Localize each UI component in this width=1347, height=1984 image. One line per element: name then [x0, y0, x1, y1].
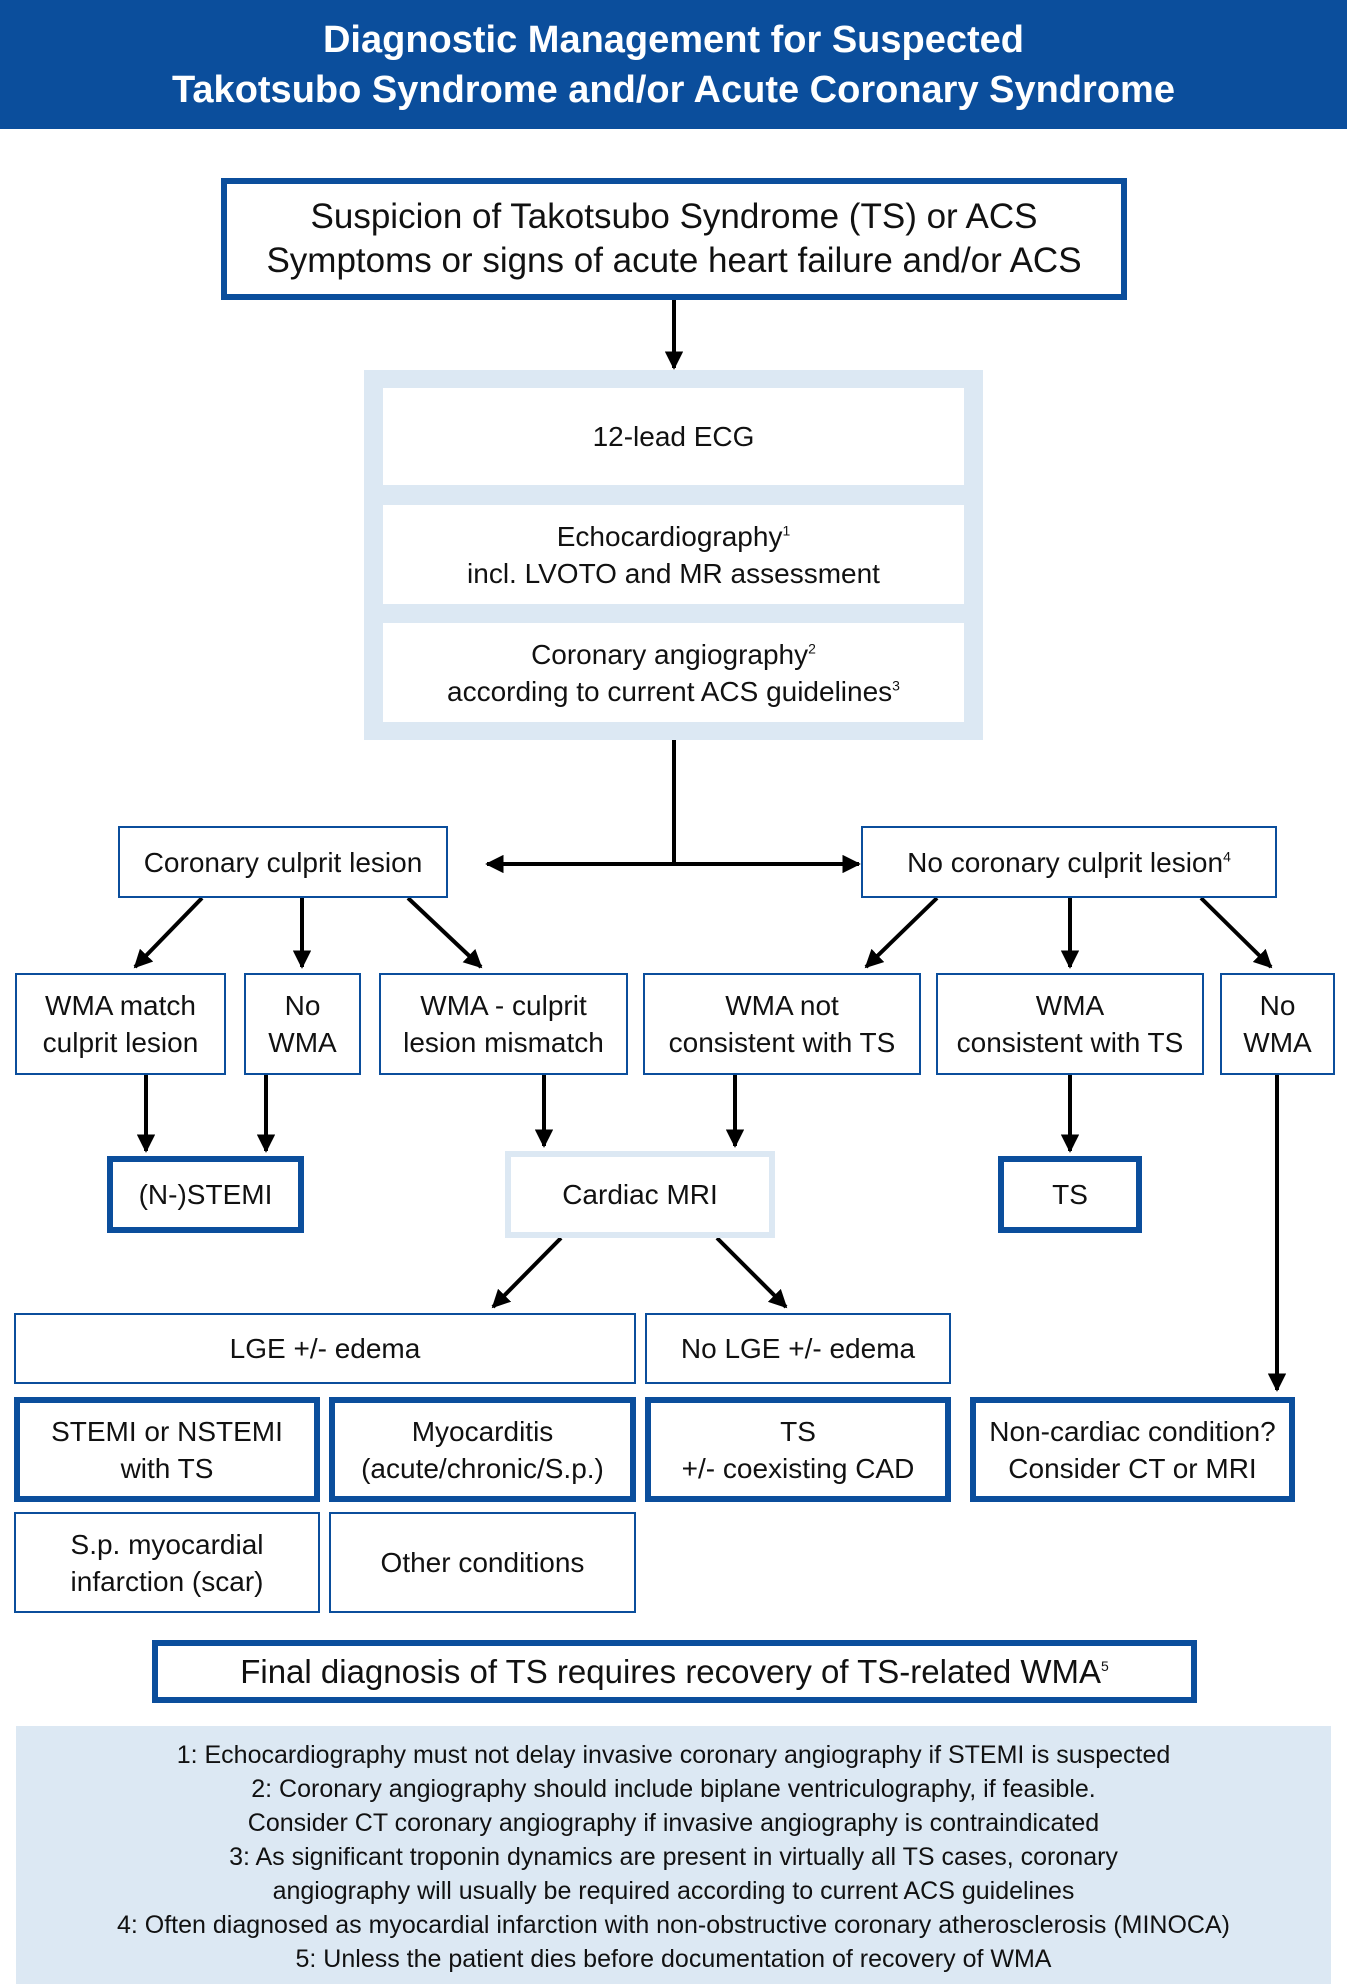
ecg-box: 12-lead ECG	[383, 388, 964, 485]
ecg-label: 12-lead ECG	[592, 421, 755, 452]
wma-mismatch-line-2: lesion mismatch	[403, 1027, 604, 1058]
footnote-line: angiography will usually be required acc…	[272, 1877, 1075, 1905]
footnotes: 1: Echocardiography must not delay invas…	[16, 1726, 1331, 1984]
lge-box: LGE +/- edema	[14, 1313, 636, 1384]
footnote-line: 2: Coronary angiography should include b…	[251, 1775, 1096, 1803]
wma-not-consistent-line-1: WMA not	[725, 990, 839, 1021]
wma-match-line-2: culprit lesion	[42, 1027, 199, 1058]
no-wma-left-box: No WMA	[244, 973, 361, 1075]
no-wma-right-line-2: WMA	[1243, 1027, 1312, 1058]
suspicion-line-1: Suspicion of Takotsubo Syndrome (TS) or …	[310, 197, 1038, 236]
no-culprit-lesion-box: No coronary culprit lesion4	[861, 826, 1277, 898]
ts-box: TS	[998, 1156, 1142, 1233]
footnote-line: Consider CT coronary angiography if inva…	[247, 1809, 1100, 1837]
footnote-line: 5: Unless the patient dies before docume…	[295, 1945, 1052, 1973]
suspicion-line-2: Symptoms or signs of acute heart failure…	[266, 241, 1082, 280]
no-culprit-lesion-label: No coronary culprit lesion4	[907, 846, 1231, 878]
wma-mismatch-line-1: WMA - culprit	[420, 990, 587, 1021]
echo-box: Echocardiography1 incl. LVOTO and MR ass…	[383, 505, 964, 604]
suspicion-box: Suspicion of Takotsubo Syndrome (TS) or …	[221, 178, 1127, 300]
no-wma-left-line-1: No	[284, 990, 321, 1021]
myocarditis-line-2: (acute/chronic/S.p.)	[361, 1452, 604, 1484]
sp-mi-line-2: infarction (scar)	[70, 1565, 264, 1597]
cardiac-mri-box: Cardiac MRI	[505, 1151, 775, 1238]
non-cardiac-box: Non-cardiac condition? Consider CT or MR…	[970, 1397, 1295, 1502]
arrow-culprit-to-wma-match	[133, 896, 204, 969]
wma-match-box: WMA match culprit lesion	[15, 973, 226, 1075]
arrow-mri-to-no-lge	[715, 1236, 788, 1309]
stemi-box: (N-)STEMI	[107, 1156, 304, 1233]
non-cardiac-line-1: Non-cardiac condition?	[989, 1415, 1276, 1447]
angio-line-1: Coronary angiography2	[531, 638, 816, 670]
footnote-ref-2: 2	[808, 640, 816, 657]
footnote-ref-3: 3	[892, 677, 900, 694]
other-conditions-box: Other conditions	[329, 1512, 636, 1613]
no-lge-label: No LGE +/- edema	[680, 1333, 916, 1364]
myocarditis-box: Myocarditis (acute/chronic/S.p.)	[329, 1397, 636, 1502]
footnote-line: 4: Often diagnosed as myocardial infarct…	[117, 1911, 1230, 1939]
final-diagnosis-label: Final diagnosis of TS requires recovery …	[240, 1652, 1109, 1690]
lge-label: LGE +/- edema	[229, 1333, 421, 1364]
culprit-lesion-box: Coronary culprit lesion	[118, 826, 448, 898]
wma-consistent-line-2: consistent with TS	[956, 1027, 1184, 1058]
stemi-label: (N-)STEMI	[138, 1179, 273, 1210]
wma-not-consistent-box: WMA not consistent with TS	[643, 973, 921, 1075]
wma-consistent-box: WMA consistent with TS	[936, 973, 1204, 1075]
title-line-1: Diagnostic Management for Suspected	[322, 18, 1024, 61]
wma-consistent-line-1: WMA	[1035, 990, 1105, 1021]
cardiac-mri-label: Cardiac MRI	[562, 1179, 718, 1210]
sp-mi-box: S.p. myocardial infarction (scar)	[14, 1512, 320, 1613]
stemi-with-ts-box: STEMI or NSTEMI with TS	[14, 1397, 320, 1502]
final-diagnosis-box: Final diagnosis of TS requires recovery …	[152, 1640, 1197, 1703]
angio-line-2: according to current ACS guidelines3	[447, 675, 900, 707]
no-wma-right-line-1: No	[1259, 990, 1296, 1021]
footnote-ref-5: 5	[1101, 1657, 1109, 1674]
non-cardiac-line-2: Consider CT or MRI	[1008, 1452, 1257, 1484]
footnote-line: 1: Echocardiography must not delay invas…	[176, 1741, 1171, 1769]
ts-cad-line-1: TS	[780, 1415, 816, 1447]
angio-box: Coronary angiography2 according to curre…	[383, 623, 964, 722]
ts-cad-line-2: +/- coexisting CAD	[681, 1452, 915, 1484]
ts-label: TS	[1052, 1179, 1088, 1210]
no-wma-right-box: No WMA	[1220, 973, 1335, 1075]
culprit-lesion-label: Coronary culprit lesion	[143, 846, 423, 878]
footnote-ref-1: 1	[782, 522, 791, 539]
wma-match-line-1: WMA match	[45, 990, 196, 1021]
no-wma-left-line-2: WMA	[268, 1027, 337, 1058]
sp-mi-line-1: S.p. myocardial	[70, 1528, 264, 1560]
echo-line-2: incl. LVOTO and MR assessment	[467, 557, 880, 589]
stemi-with-ts-line-2: with TS	[120, 1452, 214, 1484]
other-conditions-label: Other conditions	[380, 1547, 585, 1578]
arrow-culprit-to-mismatch	[406, 896, 483, 969]
footnote-ref-4: 4	[1223, 848, 1231, 865]
myocarditis-line-1: Myocarditis	[411, 1415, 554, 1447]
page-title: Diagnostic Management for Suspected Tako…	[0, 0, 1347, 129]
footnote-line: 3: As significant troponin dynamics are …	[229, 1843, 1118, 1871]
title-line-2: Takotsubo Syndrome and/or Acute Coronary…	[172, 68, 1175, 111]
wma-mismatch-box: WMA - culprit lesion mismatch	[379, 973, 628, 1075]
ts-cad-box: TS +/- coexisting CAD	[645, 1397, 951, 1502]
arrow-mri-to-lge	[491, 1236, 563, 1309]
wma-not-consistent-line-2: consistent with TS	[668, 1027, 896, 1058]
arrow-noculprit-to-no-wma	[1199, 896, 1273, 969]
echo-line-1: Echocardiography1	[556, 520, 791, 552]
no-lge-box: No LGE +/- edema	[645, 1313, 951, 1384]
stemi-with-ts-line-1: STEMI or NSTEMI	[51, 1415, 283, 1447]
arrow-noculprit-to-not-consistent	[864, 896, 939, 969]
